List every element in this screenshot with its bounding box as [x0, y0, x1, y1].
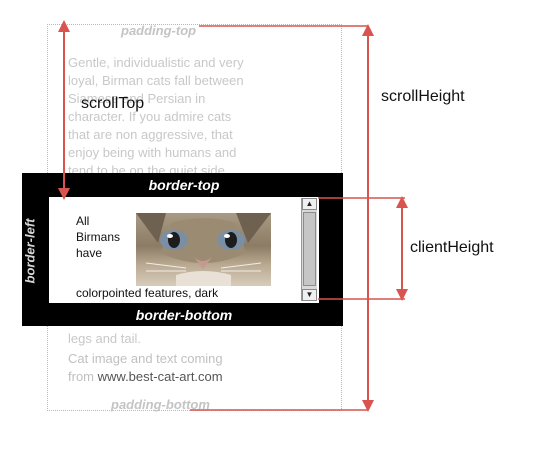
faded-text-line: that are non aggressive, that — [68, 127, 233, 142]
client-line: colorpointed features, dark — [76, 286, 219, 300]
border-top-label: border-top — [148, 177, 220, 193]
padding-bottom-label: padding-bottom — [111, 397, 210, 412]
client-word: have — [76, 246, 103, 260]
scroll-top-label: scrollTop — [81, 95, 145, 112]
faded-text-line: legs and tail. — [68, 331, 141, 346]
credit-url: www.best-cat-art.com — [97, 369, 223, 384]
faded-text-line: loyal, Birman cats fall between — [68, 73, 244, 88]
faded-text-line: Siamese and Persian in — [68, 91, 206, 106]
triangle-down-icon[interactable]: ▼ — [302, 289, 317, 301]
triangle-up-icon[interactable]: ▲ — [302, 198, 317, 210]
credit-line-1: Cat image and text coming — [68, 351, 223, 366]
cat-image — [136, 213, 271, 286]
cat-face-graphic — [136, 213, 271, 286]
client-height-label: clientHeight — [410, 239, 494, 256]
client-word: Birmans — [76, 230, 121, 244]
credit-from: from — [68, 369, 98, 384]
scrollbar-thumb[interactable] — [303, 212, 316, 286]
faded-text-line: enjoy being with humans and — [68, 145, 237, 160]
faded-text-line: Gentle, individualistic and very — [68, 55, 244, 70]
scroll-height-label: scrollHeight — [381, 88, 465, 105]
faded-text-line: character. If you admire cats — [68, 109, 232, 124]
client-word: All — [76, 214, 90, 228]
credit-line-2: from www.best-cat-art.com — [68, 368, 223, 386]
border-bottom-label: border-bottom — [135, 307, 233, 323]
padding-top-label: padding-top — [121, 23, 197, 38]
vertical-scrollbar[interactable]: ▲ ▼ — [301, 198, 317, 301]
